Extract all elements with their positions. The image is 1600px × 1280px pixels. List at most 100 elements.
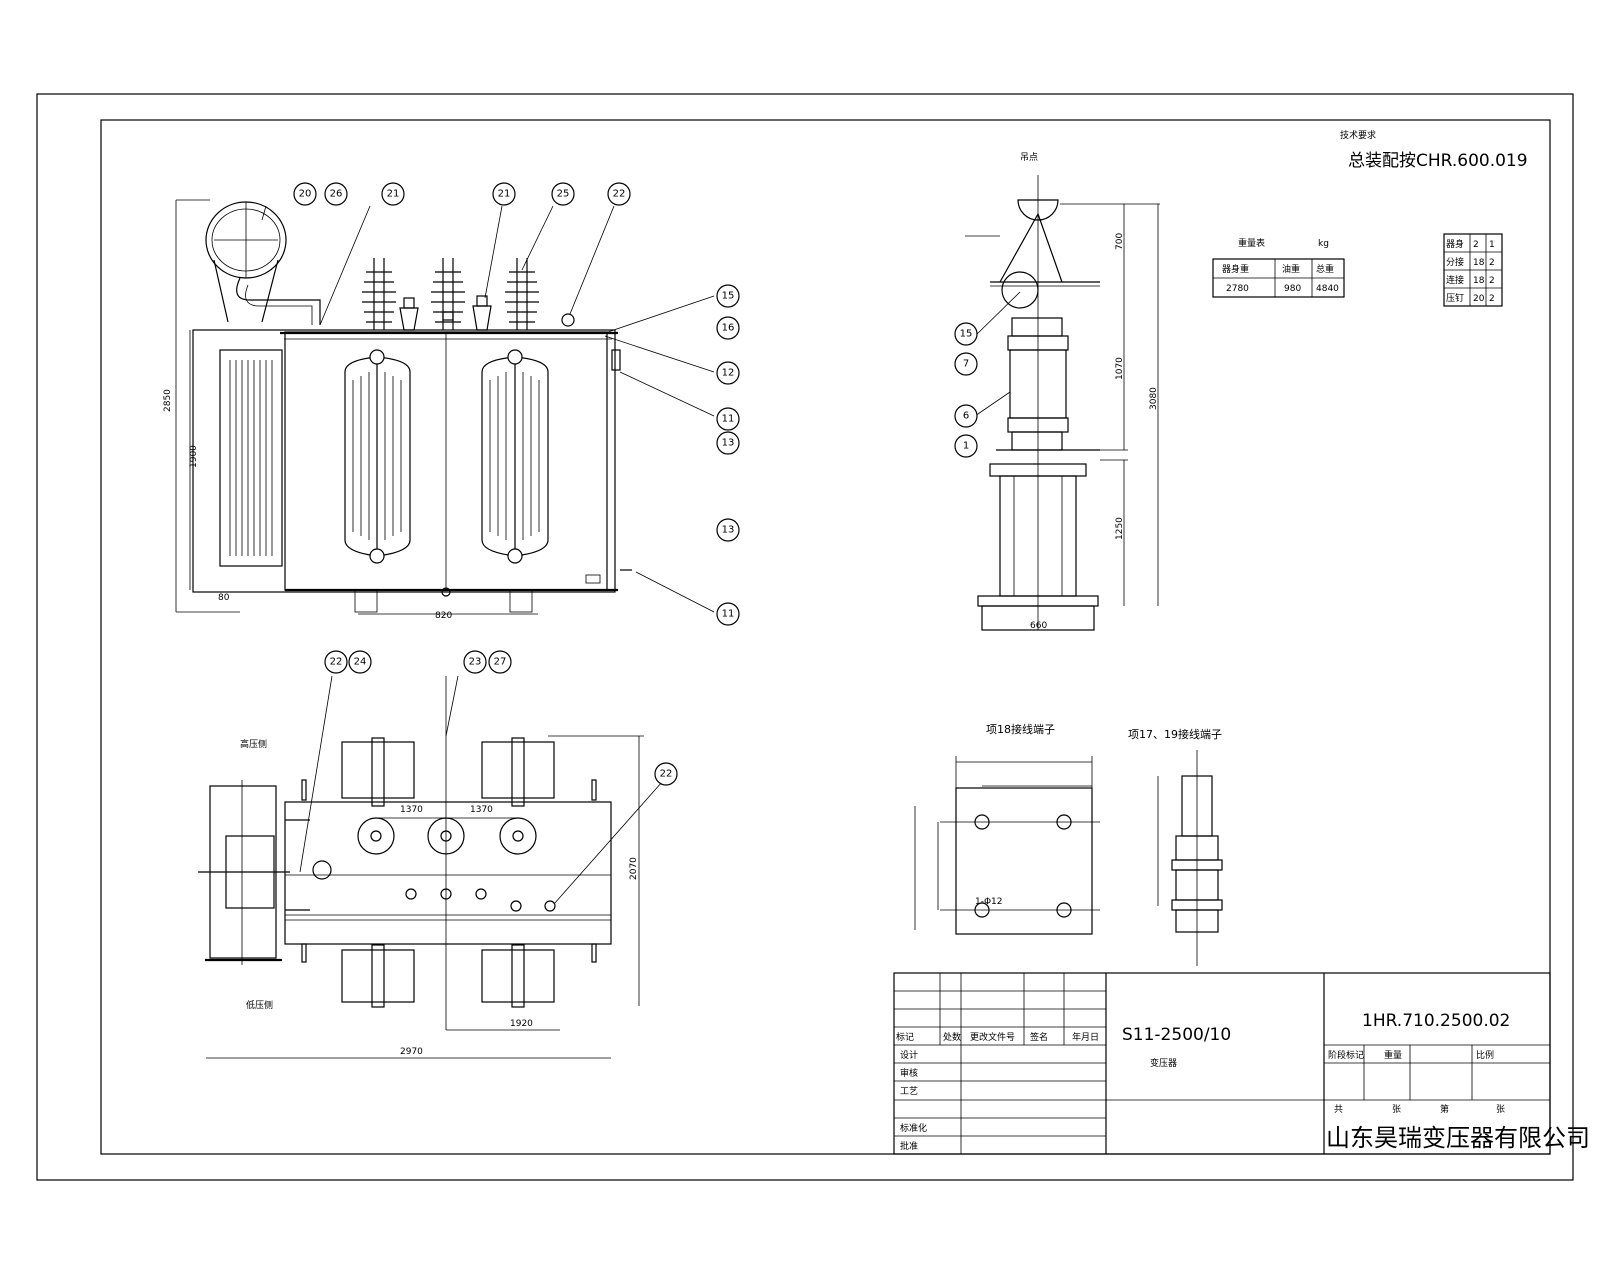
svg-text:1-Φ12: 1-Φ12 bbox=[975, 897, 1003, 907]
callout-balloon: 1 bbox=[954, 434, 978, 458]
callout-balloon: 6 bbox=[954, 404, 978, 428]
view17-title: 项17、19接线端子 bbox=[1128, 727, 1222, 741]
lv-side-label: 低压侧 bbox=[246, 999, 273, 1011]
svg-text:总重: 总重 bbox=[1316, 263, 1334, 275]
svg-text:22: 22 bbox=[330, 657, 343, 668]
callout-balloon: 27 bbox=[488, 650, 512, 674]
svg-text:22: 22 bbox=[660, 769, 673, 780]
callout-balloon: 26 bbox=[324, 182, 348, 206]
svg-text:980: 980 bbox=[1284, 284, 1301, 294]
svg-text:25: 25 bbox=[557, 189, 570, 200]
svg-text:器身重: 器身重 bbox=[1222, 263, 1249, 275]
svg-text:1: 1 bbox=[963, 441, 969, 452]
callout-balloon: 22 bbox=[654, 762, 678, 786]
svg-text:26: 26 bbox=[330, 189, 343, 200]
svg-text:2: 2 bbox=[1473, 240, 1479, 250]
svg-text:23: 23 bbox=[469, 657, 482, 668]
svg-text:更改文件号: 更改文件号 bbox=[970, 1031, 1015, 1043]
callout-balloon: 11 bbox=[716, 407, 740, 431]
callout-balloon: 7 bbox=[954, 352, 978, 376]
svg-text:15: 15 bbox=[722, 291, 735, 302]
svg-text:张: 张 bbox=[1392, 1104, 1401, 1115]
svg-text:油重: 油重 bbox=[1282, 263, 1300, 275]
assembly-reference-note: 总装配按CHR.600.019 bbox=[1348, 151, 1528, 171]
callout-balloon: 20 bbox=[293, 182, 317, 206]
svg-text:18: 18 bbox=[1473, 276, 1485, 286]
callout-balloon: 13 bbox=[716, 518, 740, 542]
terminal-17-19-detail: 项17、19接线端子 bbox=[1128, 727, 1223, 966]
balloons: 20 26 21 21 25 22 15 16 12 11 13 13 11 22 24 23 27 22 15 7 6… bbox=[293, 182, 978, 786]
svg-text:700: 700 bbox=[1115, 233, 1125, 250]
svg-text:重量表: 重量表 bbox=[1238, 237, 1265, 249]
svg-text:标记: 标记 bbox=[896, 1031, 914, 1043]
svg-text:处数: 处数 bbox=[943, 1031, 961, 1043]
svg-text:连接: 连接 bbox=[1446, 274, 1464, 286]
svg-text:器身: 器身 bbox=[1446, 238, 1464, 250]
weight-table: 重量表 kg 器身重 油重 总重 2780 980 4840 bbox=[1212, 237, 1345, 298]
svg-text:审核: 审核 bbox=[900, 1067, 918, 1079]
hv-side-label: 高压侧 bbox=[240, 738, 267, 750]
svg-text:11: 11 bbox=[722, 609, 735, 620]
svg-text:2: 2 bbox=[1489, 294, 1495, 304]
svg-text:共: 共 bbox=[1334, 1104, 1343, 1115]
svg-text:1370: 1370 bbox=[470, 805, 493, 815]
drawing-number: 1HR.710.2500.02 bbox=[1362, 1011, 1510, 1031]
svg-text:2780: 2780 bbox=[1226, 284, 1249, 294]
svg-text:6: 6 bbox=[963, 411, 969, 422]
svg-text:27: 27 bbox=[494, 657, 507, 668]
view18-title: 项18接线端子 bbox=[986, 722, 1055, 736]
callout-balloon: 22 bbox=[324, 650, 348, 674]
svg-text:1070: 1070 bbox=[1115, 357, 1125, 380]
callout-balloon: 22 bbox=[607, 182, 631, 206]
svg-text:工艺: 工艺 bbox=[900, 1086, 918, 1097]
callout-balloon: 24 bbox=[348, 650, 372, 674]
svg-text:年月日: 年月日 bbox=[1072, 1031, 1099, 1043]
svg-text:阶段标记: 阶段标记 bbox=[1328, 1049, 1364, 1061]
product-name: 变压器 bbox=[1150, 1057, 1177, 1069]
svg-text:4840: 4840 bbox=[1316, 284, 1339, 294]
tech-requirements-note: 技术要求 bbox=[1340, 129, 1376, 141]
svg-text:kg: kg bbox=[1318, 239, 1329, 249]
svg-text:20: 20 bbox=[299, 189, 312, 200]
callout-balloon: 11 bbox=[716, 602, 740, 626]
svg-text:1250: 1250 bbox=[1115, 517, 1125, 540]
svg-text:2070: 2070 bbox=[629, 857, 639, 880]
svg-text:1920: 1920 bbox=[510, 1019, 533, 1029]
model-number: S11-2500/10 bbox=[1122, 1025, 1231, 1045]
callout-balloon: 21 bbox=[381, 182, 405, 206]
svg-text:标准化: 标准化 bbox=[900, 1122, 927, 1134]
callout-balloon: 12 bbox=[716, 361, 740, 385]
svg-text:压钉: 压钉 bbox=[1446, 293, 1464, 304]
svg-text:批准: 批准 bbox=[900, 1140, 918, 1152]
callout-balloon: 13 bbox=[716, 431, 740, 455]
svg-text:2: 2 bbox=[1489, 258, 1495, 268]
svg-text:签名: 签名 bbox=[1030, 1031, 1048, 1043]
front-view: 2850 1900 80 820 bbox=[163, 199, 715, 621]
callout-balloon: 21 bbox=[492, 182, 516, 206]
mini-table: 器身 2 1 分接 18 2 连接 18 2 压钉 20 2 bbox=[1443, 233, 1503, 307]
svg-text:13: 13 bbox=[722, 525, 735, 536]
svg-text:3080: 3080 bbox=[1149, 387, 1159, 410]
svg-text:7: 7 bbox=[963, 359, 969, 370]
lifting-point-label: 吊点 bbox=[1020, 152, 1038, 163]
svg-text:21: 21 bbox=[387, 189, 400, 200]
svg-text:重量: 重量 bbox=[1384, 1049, 1402, 1061]
callout-balloon: 15 bbox=[716, 284, 740, 308]
company-name: 山东昊瑞变压器有限公司 bbox=[1326, 1124, 1590, 1152]
svg-text:20: 20 bbox=[1473, 294, 1485, 304]
svg-text:2850: 2850 bbox=[163, 389, 173, 412]
svg-text:第: 第 bbox=[1440, 1103, 1449, 1115]
inner-frame bbox=[100, 119, 1551, 1155]
svg-text:分接: 分接 bbox=[1446, 256, 1464, 268]
svg-text:15: 15 bbox=[960, 329, 973, 340]
svg-text:13: 13 bbox=[722, 438, 735, 449]
svg-text:16: 16 bbox=[722, 323, 735, 334]
svg-text:11: 11 bbox=[722, 414, 735, 425]
svg-text:比例: 比例 bbox=[1476, 1049, 1494, 1061]
svg-text:22: 22 bbox=[613, 189, 626, 200]
svg-text:1900: 1900 bbox=[189, 445, 199, 468]
svg-text:设计: 设计 bbox=[900, 1049, 918, 1061]
terminal-18-detail: 项18接线端子 1-Φ12 bbox=[914, 722, 1100, 935]
svg-text:2: 2 bbox=[1489, 276, 1495, 286]
side-view: 吊点 3080 700 1070 1250 660 bbox=[965, 152, 1160, 631]
